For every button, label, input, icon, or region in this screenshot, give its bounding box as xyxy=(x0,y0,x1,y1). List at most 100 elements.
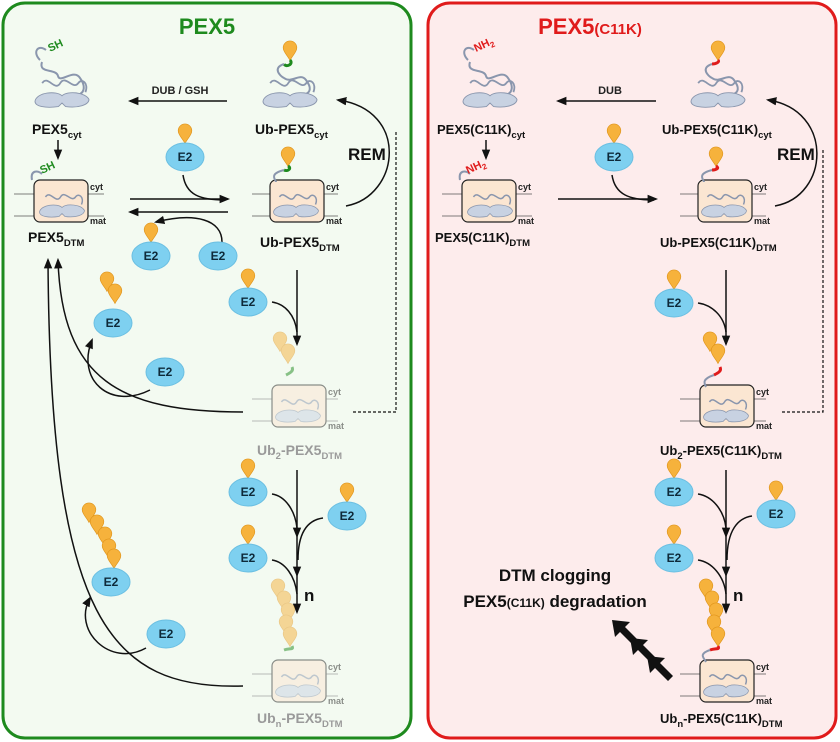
svg-text:E2: E2 xyxy=(211,249,226,263)
wt-label-ubn-pex5-dtm: Ubn-PEX5DTM xyxy=(257,710,343,730)
svg-text:E2: E2 xyxy=(769,507,784,521)
svg-text:E2: E2 xyxy=(104,575,119,589)
wt-e2-reload-arrow xyxy=(153,215,223,243)
wt-rem-dashed xyxy=(353,130,397,413)
mut-panel-title: PEX5(C11K) xyxy=(538,14,642,39)
svg-text:E2: E2 xyxy=(159,627,174,641)
wt-e2-polyub-arrow xyxy=(82,596,147,655)
svg-text:mat: mat xyxy=(754,216,770,226)
wt-e2-free-3: E2 xyxy=(146,619,186,649)
wt-dub-return-arrow-ubn xyxy=(43,257,244,687)
mut-e2-chain-2: E2 xyxy=(756,480,796,529)
svg-text:E2: E2 xyxy=(667,551,682,565)
wt-panel-title: PEX5 xyxy=(179,14,235,39)
svg-text:cyt: cyt xyxy=(328,387,341,397)
mut-e2-chain-3: E2 xyxy=(654,524,694,573)
svg-text:E2: E2 xyxy=(106,316,121,330)
wt-label-ub2-pex5-dtm: Ub2-PEX5DTM xyxy=(257,442,342,462)
wt-pex5-cyt-protein: SH xyxy=(34,37,90,109)
mut-ub-pex5-dtm-protein: cyt mat xyxy=(680,146,770,226)
mut-n-label: n xyxy=(733,586,743,605)
mut-label-ub-pex5-cyt: Ub-PEX5(C11K)cyt xyxy=(662,122,773,141)
svg-text:E2: E2 xyxy=(667,296,682,310)
mut-rem-arrow xyxy=(765,97,818,207)
wt-e2-chain-2: E2 xyxy=(327,482,367,531)
mut-e2-chain-3-transfer xyxy=(697,559,727,595)
wt-e2-free: E2 xyxy=(198,241,238,271)
wt-e2-diub: E2 xyxy=(93,271,133,338)
svg-text:E2: E2 xyxy=(241,485,256,499)
svg-text:E2: E2 xyxy=(178,150,193,164)
wt-e2-diub-arrow xyxy=(84,338,151,397)
wt-ub-pex5-dtm-protein: cyt mat xyxy=(252,146,342,226)
wt-pex5-dtm-protein: SH cyt mat xyxy=(14,159,106,226)
svg-text:mat: mat xyxy=(756,421,772,431)
wt-ubn-pex5-dtm-protein: cyt mat xyxy=(252,578,344,706)
mut-e2-chain-2-transfer xyxy=(726,515,753,561)
mut-outcome-line1: DTM clogging xyxy=(499,566,611,585)
wt-e2-charged: E2 xyxy=(131,222,171,271)
svg-text:cyt: cyt xyxy=(326,182,339,192)
mut-rem-label: REM xyxy=(777,145,815,164)
mut-e2-ub2-transfer xyxy=(697,302,727,333)
wt-e2-chain-3: E2 xyxy=(228,524,268,573)
mut-label-pex5-cyt: PEX5(C11K)cyt xyxy=(437,122,526,141)
wt-rem-label: REM xyxy=(348,145,386,164)
wt-label-pex5-cyt: PEX5cyt xyxy=(32,121,82,141)
svg-text:E2: E2 xyxy=(667,485,682,499)
svg-text:E2: E2 xyxy=(144,249,159,263)
wt-label-ub-pex5-dtm: Ub-PEX5DTM xyxy=(260,234,340,254)
mut-label-ubn-pex5-dtm: Ubn-PEX5(C11K)DTM xyxy=(660,711,783,730)
mut-e2-chain-1-transfer xyxy=(697,493,727,529)
svg-text:mat: mat xyxy=(518,216,534,226)
wt-e2-polyub: E2 xyxy=(81,502,131,597)
mut-outcome-line2: PEX5(C11K) degradation xyxy=(463,592,647,611)
svg-text:E2: E2 xyxy=(340,509,355,523)
wt-e2-free-2: E2 xyxy=(145,357,185,387)
mut-e2-to-ub2: E2 xyxy=(654,269,694,318)
mut-e2-chain-1: E2 xyxy=(654,458,694,507)
wt-dub-gsh-label: DUB / GSH xyxy=(152,85,209,97)
wt-rem-arrow xyxy=(335,97,390,207)
wt-e2-ub2-transfer xyxy=(271,301,298,333)
wt-e2-ub-donor: E2 xyxy=(165,123,205,172)
svg-text:E2: E2 xyxy=(158,365,173,379)
mut-degradation-arrows xyxy=(612,620,673,681)
wt-ub-pex5-cyt-protein xyxy=(262,40,318,109)
mut-ubn-pex5-dtm-protein: cyt mat xyxy=(680,578,772,706)
mut-label-pex5-dtm: PEX5(C11K)DTM xyxy=(435,230,530,249)
mut-panel xyxy=(426,1,838,740)
svg-text:E2: E2 xyxy=(241,295,256,309)
svg-text:cyt: cyt xyxy=(328,662,341,672)
wt-label-ub-pex5-cyt: Ub-PEX5cyt xyxy=(255,121,329,141)
wt-e2-chain-3-transfer xyxy=(271,559,298,595)
svg-text:cyt: cyt xyxy=(90,182,103,192)
wt-label-pex5-dtm: PEX5DTM xyxy=(28,229,84,249)
mut-ub-pex5-cyt-protein xyxy=(690,40,746,109)
mut-label-ub2-pex5-dtm: Ub2-PEX5(C11K)DTM xyxy=(660,443,782,462)
svg-text:cyt: cyt xyxy=(756,387,769,397)
svg-text:cyt: cyt xyxy=(518,182,531,192)
wt-e2-chain-1: E2 xyxy=(228,458,268,507)
wt-e2-to-ub2: E2 xyxy=(228,268,268,317)
svg-text:mat: mat xyxy=(328,696,344,706)
mut-e2-ub-donor: E2 xyxy=(594,123,634,172)
wt-dub-return-arrow-ub2 xyxy=(54,257,244,413)
mut-ub2-pex5-dtm-protein: cyt mat xyxy=(680,331,772,431)
svg-text:mat: mat xyxy=(756,696,772,706)
svg-text:cyt: cyt xyxy=(756,662,769,672)
svg-text:mat: mat xyxy=(90,216,106,226)
svg-text:E2: E2 xyxy=(607,150,622,164)
degradation-arrow-icon xyxy=(647,656,673,681)
wt-e2-chain-2-transfer xyxy=(297,517,324,561)
mut-label-ub-pex5-dtm: Ub-PEX5(C11K)DTM xyxy=(660,235,777,254)
wt-sh-group: SH xyxy=(46,37,65,54)
mut-dub-label: DUB xyxy=(598,85,622,97)
wt-ub2-pex5-dtm-protein: cyt mat xyxy=(252,331,344,431)
wt-n-label: n xyxy=(304,586,314,605)
svg-text:cyt: cyt xyxy=(754,182,767,192)
wt-e2-transfer-arrow xyxy=(182,174,226,201)
svg-text:mat: mat xyxy=(326,216,342,226)
wt-e2-chain-1-transfer xyxy=(271,493,298,529)
